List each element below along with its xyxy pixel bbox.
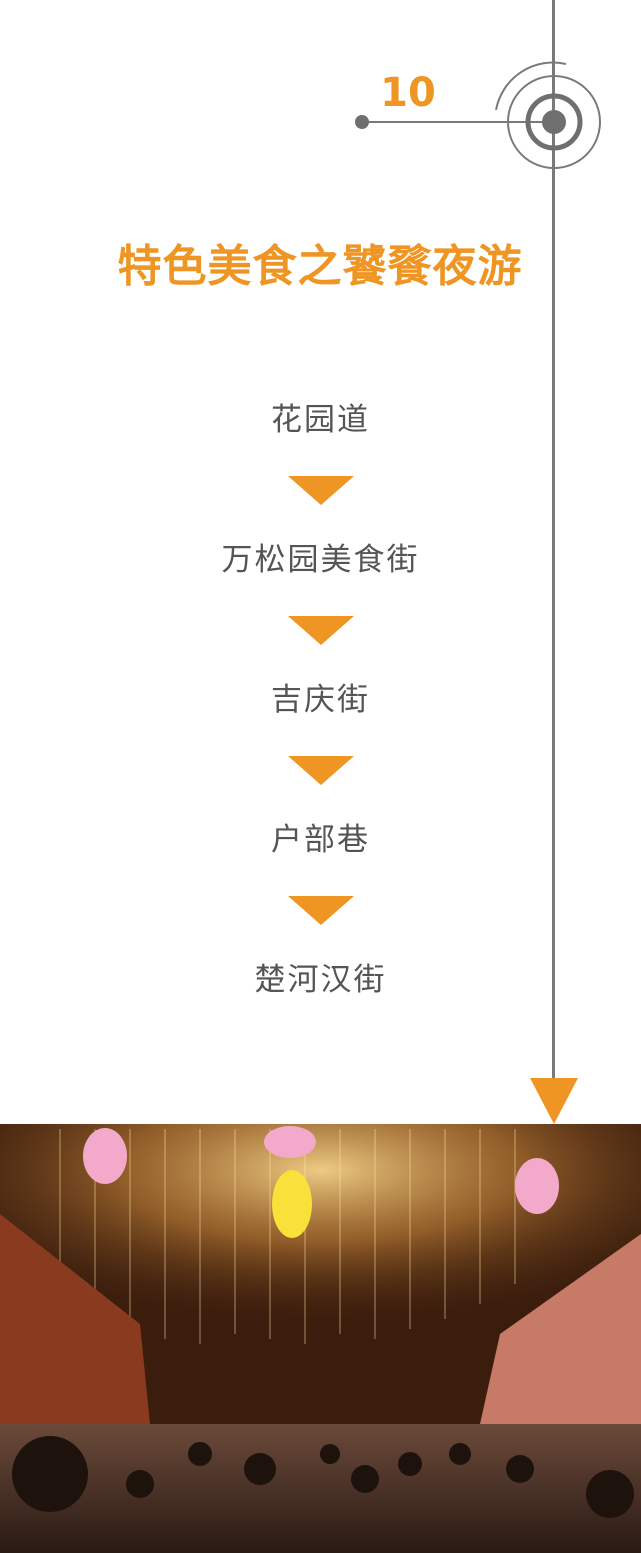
section-number: 10: [380, 70, 436, 116]
night-street-illustration: [0, 1124, 641, 1553]
lantern-pink: [83, 1128, 127, 1184]
timeline-connector-dot: [355, 115, 369, 129]
street-crowd: [0, 1424, 641, 1553]
lantern-yellow: [272, 1170, 312, 1238]
route-stop: 万松园美食街: [221, 542, 420, 578]
target-inner-ring: [525, 93, 583, 151]
down-triangle-icon: [288, 616, 354, 645]
target-marker-icon: [495, 61, 601, 169]
lantern-pink: [515, 1158, 559, 1214]
route-list: 花园道 万松园美食街 吉庆街 户部巷 楚河汉街: [0, 392, 641, 1008]
timeline-connector-line: [361, 121, 553, 123]
down-triangle-icon: [288, 756, 354, 785]
section-title: 特色美食之饕餮夜游: [117, 241, 523, 292]
target-outer-ring: [507, 75, 601, 169]
route-arrow: [0, 448, 641, 532]
lantern-pink: [264, 1126, 316, 1158]
route-stop: 吉庆街: [271, 682, 370, 718]
target-arc: [495, 61, 567, 111]
right-shopfronts: [480, 1234, 641, 1424]
night-street-photo: [0, 1124, 641, 1553]
crowd-silhouettes: [12, 1436, 634, 1518]
route-arrow: [0, 868, 641, 952]
down-triangle-icon: [288, 476, 354, 505]
route-arrow: [0, 588, 641, 672]
left-shopfronts: [0, 1214, 150, 1424]
target-center-dot: [542, 110, 566, 134]
timeline-vertical-line: [552, 0, 555, 1082]
route-stop: 楚河汉街: [254, 962, 387, 998]
route-stop: 花园道: [271, 402, 370, 438]
timeline-down-arrow-icon: [530, 1078, 578, 1124]
route-stop: 户部巷: [271, 822, 370, 858]
route-arrow: [0, 728, 641, 812]
down-triangle-icon: [288, 896, 354, 925]
